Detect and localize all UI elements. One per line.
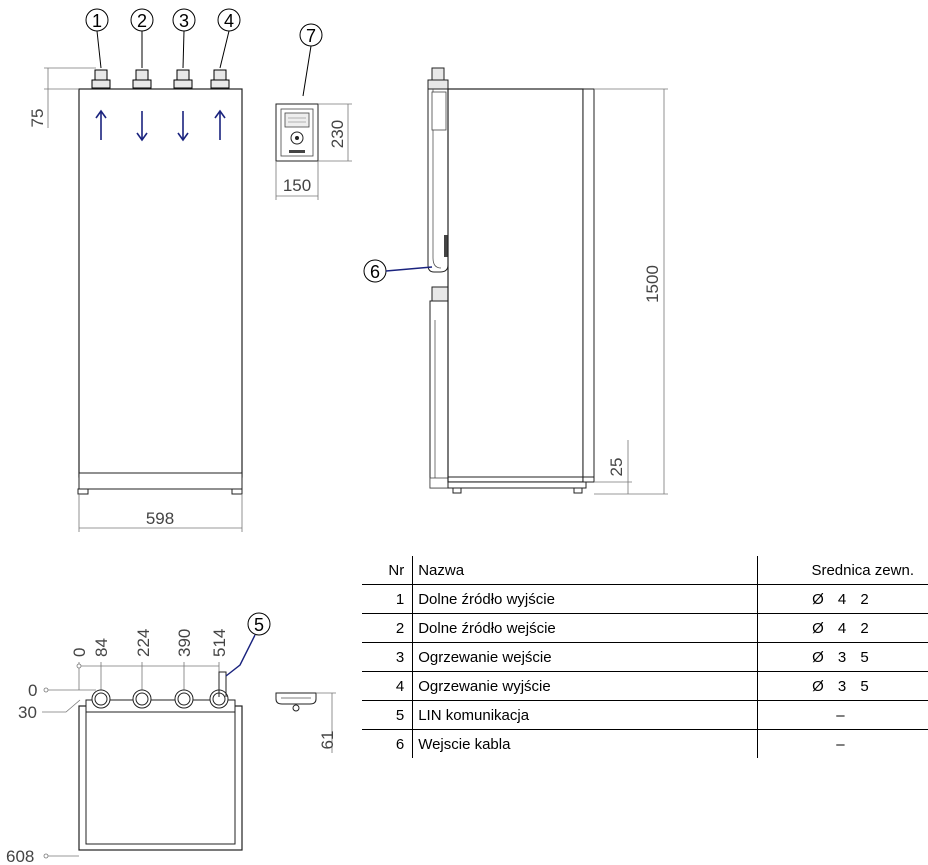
pipe-connectors [91,69,230,89]
arrow-down-icon [177,111,189,142]
svg-text:6: 6 [370,262,380,282]
dim-label-1500: 1500 [643,265,662,303]
dim-label-y0: 0 [28,681,37,700]
row-nr: 6 [395,735,405,753]
row-nr: 4 [362,671,413,701]
row-name: LIN komunikacja [412,700,758,730]
front-cabinet [78,88,243,478]
dim-label-598: 598 [146,509,174,528]
controller-view: 7 230 150 [275,23,352,200]
side-cabinet [447,88,584,483]
callout-2: 2 [130,8,154,68]
front-feet [77,488,243,495]
callout-3: 3 [172,8,196,69]
callout-1: 1 [85,8,109,69]
table-header-row: Nr Nazwa Srednica zewn. [362,556,928,585]
svg-text:1: 1 [92,11,102,31]
dim-label-x84: 84 [92,638,111,657]
row-diameter: Ø 4 2 [756,584,928,614]
row-diameter: Ø 4 2 [756,613,928,643]
connection-table: Nr Nazwa Srednica zewn. 1 Dolne źródło w… [362,556,928,758]
row-diameter: Ø 3 5 [756,671,928,701]
row-diameter: Ø 3 5 [756,642,928,672]
dim-label-75: 75 [28,109,47,128]
dim-label-150: 150 [283,176,311,195]
svg-text:4: 4 [224,11,234,31]
arrow-down-icon [136,111,148,142]
arrow-up-icon [214,109,226,140]
dim-label-25: 25 [607,458,626,477]
flow-arrows [95,109,226,142]
table-row: 2 Dolne źródło wejście Ø 4 2 [362,613,928,643]
side-view: 6 1500 25 [363,67,668,495]
dim-label-y30: 30 [18,703,37,722]
dim-label-61: 61 [318,731,337,750]
header-diameter: Srednica zewn. [756,556,928,585]
svg-text:2: 2 [137,11,147,31]
row-name: Wejscie kabla [412,729,758,758]
table-row: 1 Dolne źródło wyjście Ø 4 2 [362,584,928,614]
front-plinth [78,472,243,490]
top-view: 0 84 224 390 514 0 30 608 [6,612,271,865]
small-part-view: 61 [275,692,337,753]
table-row: 5 LIN komunikacja – [362,700,928,730]
table-row: 6 Wejscie kabla – [362,729,928,758]
front-view: 1 2 3 4 [28,8,243,532]
row-name: Dolne źródło wejście [412,613,758,643]
row-diameter: – [756,729,928,758]
dim-label-x224: 224 [134,629,153,657]
row-name: Ogrzewanie wyjście [412,671,758,701]
callout-4: 4 [217,8,241,69]
table-row: 4 Ogrzewanie wyjście Ø 3 5 [362,671,928,701]
dim-label-y608: 608 [6,847,34,865]
dimension-75 [44,67,96,128]
pipe-outlets [91,689,229,709]
svg-text:7: 7 [306,26,316,46]
dim-label-x0: 0 [70,648,89,657]
dim-label-x390: 390 [175,629,194,657]
dimension-598 [78,494,243,532]
row-nr: 1 [362,584,413,614]
row-nr: 5 [362,700,413,730]
row-diameter: – [756,700,928,730]
arrow-up-icon [95,109,107,140]
svg-text:3: 3 [179,11,189,31]
header-nr: Nr [362,556,413,585]
row-name: Ogrzewanie wejście [412,642,758,672]
row-nr: 2 [362,613,413,643]
row-name: Dolne źródło wyjście [412,584,758,614]
header-name: Nazwa [412,556,758,585]
dim-label-230: 230 [328,120,347,148]
svg-text:5: 5 [254,615,264,635]
table-row: 3 Ogrzewanie wejście Ø 3 5 [362,642,928,672]
row-nr: 3 [362,642,413,672]
dim-label-x514: 514 [210,629,229,657]
